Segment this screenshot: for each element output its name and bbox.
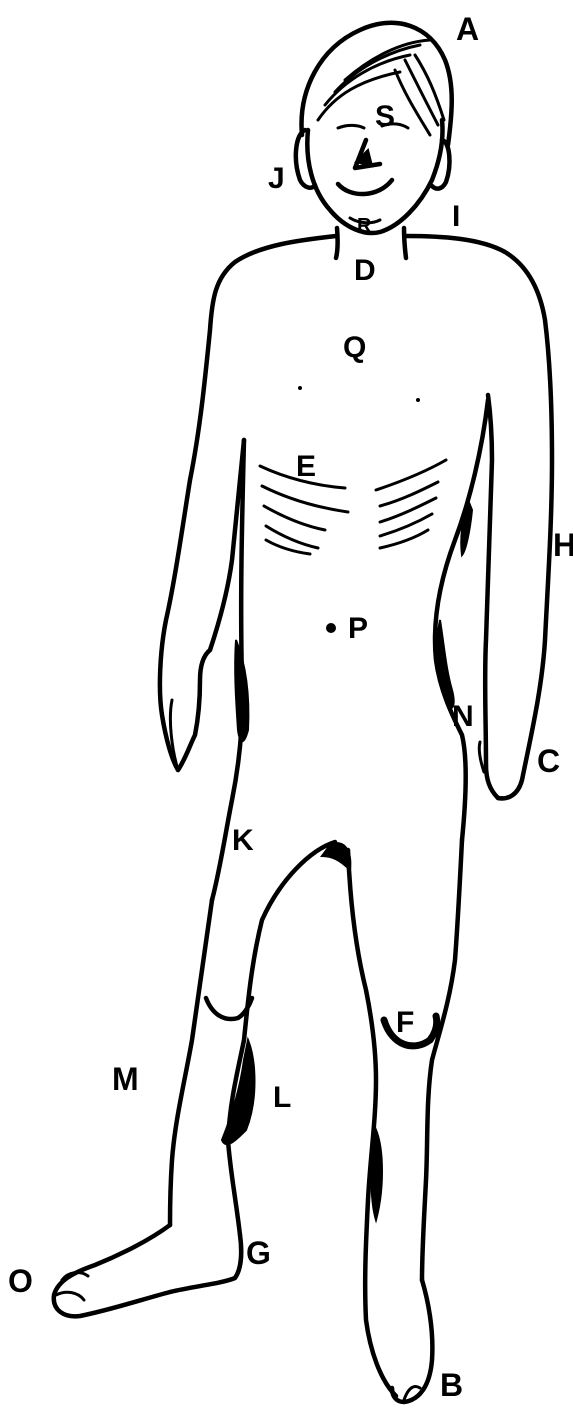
- right-arm-inner: [485, 395, 492, 765]
- head: [296, 23, 452, 233]
- right-leg-inner: [348, 850, 396, 1396]
- right-arm-shadow: [461, 500, 472, 555]
- rib-line: [376, 460, 446, 490]
- label-F: F: [396, 1006, 414, 1039]
- label-H: H: [553, 527, 573, 563]
- right-hand: [486, 765, 498, 798]
- nipple-left: [298, 386, 302, 390]
- navel: [326, 623, 336, 633]
- label-L: L: [273, 1081, 291, 1114]
- label-C: C: [537, 743, 560, 779]
- left-arm-inner: [210, 440, 244, 650]
- label-O: O: [8, 1263, 33, 1299]
- face-outline: [307, 120, 442, 233]
- rib-line: [266, 540, 310, 554]
- right-torso-side: [435, 400, 488, 840]
- rib-line: [264, 506, 325, 530]
- label-N: N: [452, 700, 474, 733]
- right-leg-outer: [422, 840, 462, 1280]
- label-P: P: [348, 612, 368, 645]
- label-E: E: [296, 450, 316, 483]
- label-Q: Q: [343, 331, 366, 364]
- label-D: D: [354, 254, 376, 287]
- legs: [54, 840, 462, 1402]
- left-leg-outer: [170, 900, 212, 1225]
- label-G: G: [246, 1235, 271, 1271]
- label-A: A: [456, 11, 479, 47]
- eye-left: [338, 125, 364, 128]
- mouth: [338, 180, 392, 194]
- label-S: S: [375, 100, 395, 133]
- right-waist-shadow: [437, 620, 454, 708]
- right-foot: [392, 1280, 432, 1402]
- label-I: I: [452, 200, 460, 233]
- left-toe: [56, 1292, 84, 1300]
- left-foot: [54, 1225, 241, 1316]
- rib-line: [380, 498, 436, 522]
- right-thumb: [479, 742, 484, 772]
- label-K: K: [232, 824, 254, 857]
- label-M: M: [112, 1061, 139, 1097]
- rib-line: [262, 486, 348, 512]
- label-J: J: [268, 162, 285, 195]
- label-B: B: [440, 1367, 463, 1403]
- label-R: R: [357, 215, 372, 237]
- left-waist-shadow: [235, 640, 248, 741]
- left-calf-shadow: [222, 1040, 255, 1144]
- right-shin-shadow: [372, 1130, 383, 1220]
- left-leg-inner: [228, 842, 335, 1235]
- neck-right: [404, 228, 406, 258]
- left-hand: [178, 650, 210, 770]
- hair-strand: [335, 45, 420, 92]
- labels: A B C D E F G H I J K L M N O P Q R S: [8, 11, 573, 1403]
- neck-left: [336, 228, 338, 258]
- nipple-right: [416, 398, 420, 402]
